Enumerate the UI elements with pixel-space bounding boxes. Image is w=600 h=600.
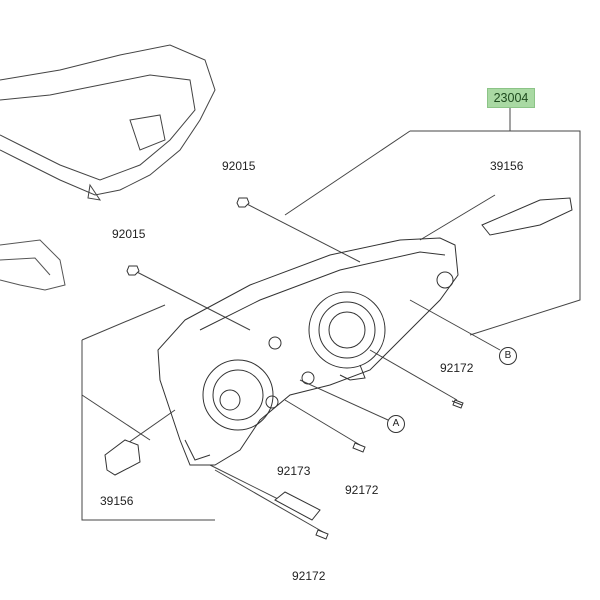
part-label-screw-bottom[interactable]: 92172: [292, 569, 326, 583]
nut-top: [236, 197, 250, 208]
part-label-screw-right[interactable]: 92172: [440, 361, 474, 375]
fairing-frame: [0, 44, 216, 201]
screw-middle: [352, 442, 366, 453]
part-label-cover-top[interactable]: 39156: [490, 159, 524, 173]
part-label-bracket[interactable]: 92173: [277, 464, 311, 478]
assembly-label-badge[interactable]: 23004: [487, 88, 535, 108]
screw-right: [451, 399, 464, 409]
cover-bottom-part: [104, 439, 141, 476]
assembly-frame-lines: [81, 106, 581, 521]
part-label-screw-middle[interactable]: 92172: [345, 483, 379, 497]
headlight-assembly: [157, 237, 459, 466]
reference-marker-b: B: [499, 347, 517, 365]
cover-top-part: [481, 197, 573, 236]
reference-marker-a: A: [387, 415, 405, 433]
screw-bottom: [315, 529, 329, 540]
part-label-nut-left[interactable]: 92015: [112, 227, 146, 241]
part-label-cover-bottom[interactable]: 39156: [100, 494, 134, 508]
leader-lines: [124, 194, 501, 533]
fairing-bracket-left: [0, 239, 66, 291]
part-label-nut-top[interactable]: 92015: [222, 159, 256, 173]
nut-left: [126, 265, 140, 276]
bracket-part: [274, 491, 321, 521]
